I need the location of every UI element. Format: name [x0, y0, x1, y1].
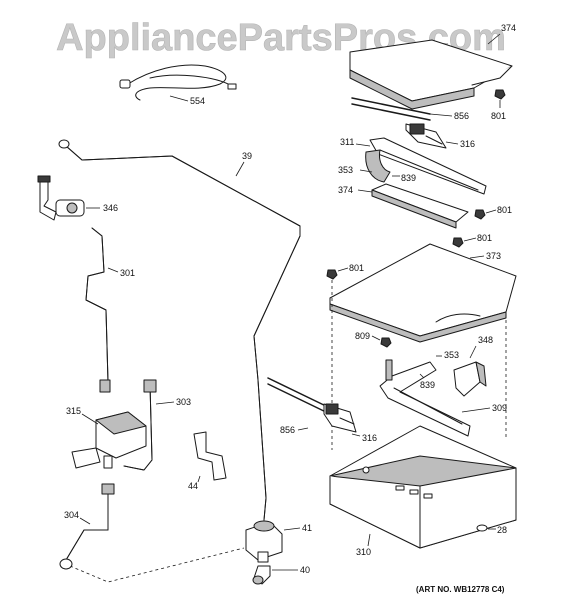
leader-809 — [371, 335, 381, 341]
part-373-oven-bottom-panel[interactable] — [329, 243, 517, 343]
callout-309: 309 — [492, 403, 507, 413]
part-316-igniter-a[interactable] — [405, 123, 447, 149]
callout-801a: 801 — [491, 111, 506, 121]
callout-839b: 839 — [420, 380, 435, 390]
callout-856b: 856 — [280, 425, 295, 435]
callout-374b: 374 — [338, 185, 353, 195]
part-809-screw[interactable] — [380, 337, 392, 348]
part-801-screw-a[interactable] — [494, 89, 506, 100]
part-304-valve-tube[interactable] — [59, 483, 115, 570]
callout-373: 373 — [486, 251, 501, 261]
callout-315: 315 — [66, 406, 81, 416]
part-41-pressure-regulator[interactable] — [245, 520, 283, 563]
callout-554: 554 — [190, 96, 205, 106]
leader-304 — [79, 517, 91, 525]
callout-304: 304 — [64, 510, 79, 520]
callout-311: 311 — [340, 137, 354, 147]
leader-373 — [469, 255, 485, 259]
part-39-gas-tube[interactable] — [58, 139, 301, 521]
callout-301: 301 — [120, 268, 135, 278]
leader-801c — [463, 237, 477, 242]
leader-303 — [155, 401, 175, 405]
part-801-screw-c[interactable] — [452, 237, 464, 248]
leader-301 — [107, 267, 119, 273]
callout-839a: 839 — [401, 173, 416, 183]
watermark-logo: AppliancePartsPros.com — [56, 17, 506, 59]
leader-801d — [337, 267, 349, 272]
part-374-lower-shield[interactable] — [371, 183, 469, 229]
leader-315 — [81, 413, 99, 425]
callout-346: 346 — [103, 203, 118, 213]
callout-374a: 374 — [501, 23, 516, 33]
part-311-broil-burner[interactable] — [365, 137, 487, 195]
leader-374b — [357, 189, 373, 193]
leader-374a — [487, 33, 501, 45]
part-856-electrode-a[interactable] — [351, 97, 431, 121]
part-303-valve-tube[interactable] — [123, 379, 157, 471]
part-346-inlet-fitting[interactable] — [37, 175, 85, 221]
leader-856b — [297, 427, 309, 431]
callout-316b: 316 — [362, 433, 377, 443]
callout-856a: 856 — [454, 111, 469, 121]
leader-554 — [169, 95, 189, 102]
callout-348: 348 — [478, 335, 493, 345]
leader-801b — [485, 209, 497, 214]
callout-316a: 316 — [460, 139, 475, 149]
alignment-line-bottom — [69, 547, 245, 583]
part-801-screw-d[interactable] — [326, 269, 338, 280]
part-554-wire-harness[interactable] — [119, 64, 237, 101]
leader-39 — [235, 161, 245, 177]
callout-801d: 801 — [349, 263, 364, 273]
callout-44: 44 — [188, 481, 198, 491]
part-28-plug[interactable] — [476, 524, 488, 532]
callout-28: 28 — [497, 525, 507, 535]
leader-310 — [367, 533, 371, 547]
leader-856a — [429, 113, 453, 117]
part-348-burner-cover[interactable] — [453, 361, 487, 397]
leader-839b — [419, 373, 425, 379]
leader-316a — [445, 141, 459, 145]
part-40-elbow-fitting[interactable] — [252, 565, 271, 585]
leader-44 — [197, 475, 201, 483]
part-309-bake-burner[interactable] — [379, 359, 471, 437]
part-310-burner-box[interactable] — [329, 425, 517, 549]
leader-309 — [461, 407, 491, 413]
part-856-electrode-b[interactable] — [267, 377, 331, 415]
part-315-gas-valve[interactable] — [71, 411, 147, 469]
leader-353a — [359, 169, 373, 173]
callout-353a: 353 — [338, 165, 353, 175]
part-374-upper-shield[interactable] — [349, 39, 513, 110]
part-301-valve-tube[interactable] — [85, 227, 111, 393]
callout-801c: 801 — [477, 233, 492, 243]
callout-39: 39 — [242, 151, 252, 161]
callout-41: 41 — [302, 523, 312, 533]
part-44-bracket[interactable] — [193, 431, 227, 481]
leader-316b — [351, 433, 361, 437]
leader-41 — [283, 527, 301, 531]
part-316-igniter-b[interactable] — [323, 403, 357, 433]
part-801-screw-b[interactable] — [474, 209, 486, 220]
callout-801b: 801 — [497, 205, 512, 215]
callout-40: 40 — [300, 565, 310, 575]
callout-303: 303 — [176, 397, 191, 407]
art-number: (ART NO. WB12778 C4) — [416, 585, 505, 594]
callout-310: 310 — [356, 547, 371, 557]
callout-809: 809 — [355, 331, 370, 341]
leader-311 — [355, 143, 371, 147]
leader-348 — [469, 345, 477, 359]
callout-353b: 353 — [444, 350, 459, 360]
